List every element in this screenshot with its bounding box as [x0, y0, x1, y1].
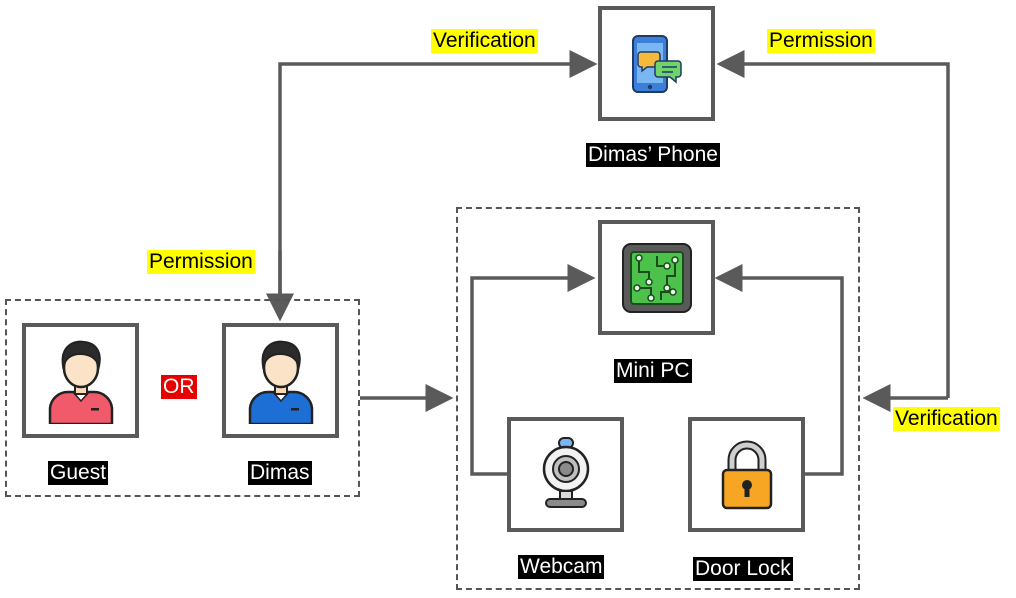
arrow-dimas-to-phone [278, 50, 598, 296]
webcam-node[interactable] [507, 417, 624, 532]
or-label: OR [161, 375, 197, 399]
permission-label-left: Permission [147, 250, 255, 274]
permission-label-top: Permission [767, 29, 875, 53]
arrow-webcam-to-minipc [470, 264, 596, 476]
phone-chat-icon [631, 34, 682, 93]
minipc-caption: Mini PC [614, 359, 692, 383]
webcam-icon [542, 436, 589, 508]
guest-node[interactable] [22, 323, 139, 438]
guest-caption: Guest [48, 461, 109, 485]
doorlock-caption: Door Lock [693, 557, 793, 581]
dimas-caption: Dimas [248, 461, 312, 485]
phone-node[interactable] [598, 6, 715, 121]
padlock-icon [721, 440, 772, 509]
webcam-caption: Webcam [518, 555, 605, 579]
users-group [5, 299, 360, 497]
devices-group [456, 207, 860, 590]
minipc-node[interactable] [598, 220, 715, 335]
dimas-node[interactable] [222, 323, 339, 438]
phone-caption: Dimas’ Phone [586, 143, 720, 167]
doorlock-node[interactable] [688, 417, 805, 532]
person-red-shirt-icon [48, 340, 113, 424]
person-blue-shirt-icon [248, 340, 313, 424]
arrow-verification-to-phone [716, 50, 950, 398]
arrow-doorlock-to-minipc [714, 264, 844, 476]
verification-label-top: Verification [431, 29, 538, 53]
circuit-board-icon [621, 242, 692, 313]
verification-label-right: Verification [893, 407, 1000, 431]
